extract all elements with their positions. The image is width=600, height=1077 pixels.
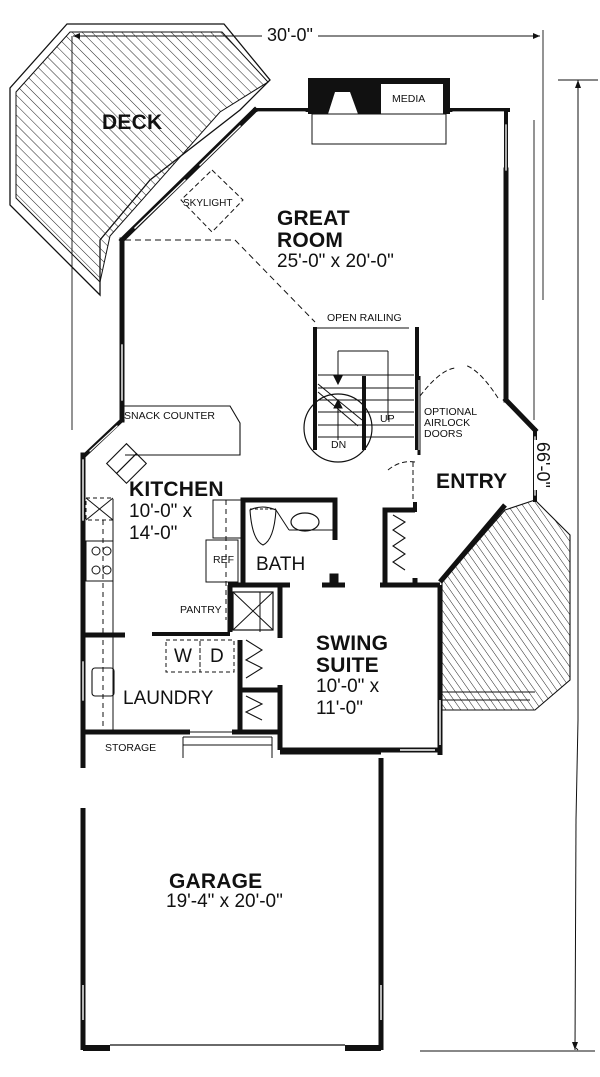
airlock-label-3: DOORS <box>424 428 463 440</box>
width-dimension <box>71 30 544 430</box>
stair-up-label: UP <box>380 413 395 425</box>
skylight-outline <box>180 169 244 233</box>
storage-label: STORAGE <box>105 742 157 754</box>
ceiling-line <box>125 239 316 323</box>
overall-width-label: 30'-0" <box>265 25 315 45</box>
pantry-label: PANTRY <box>180 604 222 616</box>
overall-depth-label: 66'-0" <box>533 440 553 490</box>
garage-label: GARAGE <box>169 870 263 893</box>
snack-counter-label: SNACK COUNTER <box>124 410 216 422</box>
closet-rods <box>244 514 407 721</box>
fireplace-media <box>308 78 450 145</box>
kitchen-dims-2: 14'-0" <box>129 523 178 544</box>
depth-dimension <box>420 79 598 1052</box>
garage-walls <box>80 732 384 1051</box>
bath-label: BATH <box>256 554 306 575</box>
open-railing-label: OPEN RAILING <box>327 312 402 324</box>
garage-dims: 19'-4" x 20'-0" <box>166 891 283 912</box>
deck-entry <box>438 499 571 711</box>
deck-label: DECK <box>102 111 163 134</box>
kitchen-dims-1: 10'-0" x <box>129 501 193 522</box>
airlock-label-2: AIRLOCK <box>424 417 471 429</box>
great-room-label-2: ROOM <box>277 229 344 252</box>
swing-suite-label-2: SUITE <box>316 654 379 677</box>
exterior-walls <box>80 106 539 751</box>
deck-top <box>9 23 271 297</box>
airlock-doors <box>387 364 499 500</box>
airlock-label-1: OPTIONAL <box>424 406 478 418</box>
entry-label: ENTRY <box>436 470 508 493</box>
great-room-label-1: GREAT <box>277 207 350 230</box>
stair <box>303 327 421 463</box>
washer-label: W <box>174 646 192 667</box>
kitchen-label: KITCHEN <box>129 478 224 501</box>
stair-down-label: DN <box>331 439 347 451</box>
swing-suite-label-1: SWING <box>316 632 389 655</box>
swing-suite-dims-2: 11'-0" <box>316 698 363 719</box>
laundry-label: LAUNDRY <box>123 688 214 709</box>
great-room-dims: 25'-0" x 20'-0" <box>277 251 394 272</box>
ref-label: REF <box>213 554 234 566</box>
swing-suite-dims-1: 10'-0" x <box>316 676 380 697</box>
kitchen-counters <box>85 497 242 635</box>
skylight-label: SKYLIGHT <box>183 198 233 209</box>
dryer-label: D <box>210 646 224 667</box>
media-label: MEDIA <box>392 93 426 105</box>
snack-counter <box>105 405 241 485</box>
